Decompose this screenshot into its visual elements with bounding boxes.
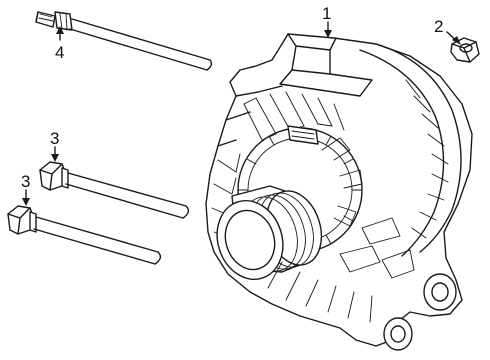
stud-drawing bbox=[35, 11, 213, 71]
leader-arrowhead-3b bbox=[22, 198, 30, 206]
leader-arrowhead-1 bbox=[324, 30, 332, 38]
nut-drawing bbox=[450, 37, 480, 63]
bolt-lower-drawing bbox=[7, 205, 162, 265]
alternator-drawing bbox=[205, 33, 473, 351]
leader-arrowhead-2 bbox=[452, 36, 461, 45]
leader-arrowhead-4 bbox=[56, 26, 64, 34]
leader-arrowhead-3a bbox=[51, 154, 59, 162]
callout-stud: 4 bbox=[55, 43, 65, 62]
callout-bolt-lower: 3 bbox=[21, 172, 31, 191]
callout-alternator: 1 bbox=[322, 4, 332, 23]
leader-lines bbox=[22, 21, 461, 206]
bolt-upper-drawing bbox=[39, 161, 190, 219]
callout-nut: 2 bbox=[434, 17, 444, 36]
callout-bolt-upper: 3 bbox=[50, 129, 60, 148]
